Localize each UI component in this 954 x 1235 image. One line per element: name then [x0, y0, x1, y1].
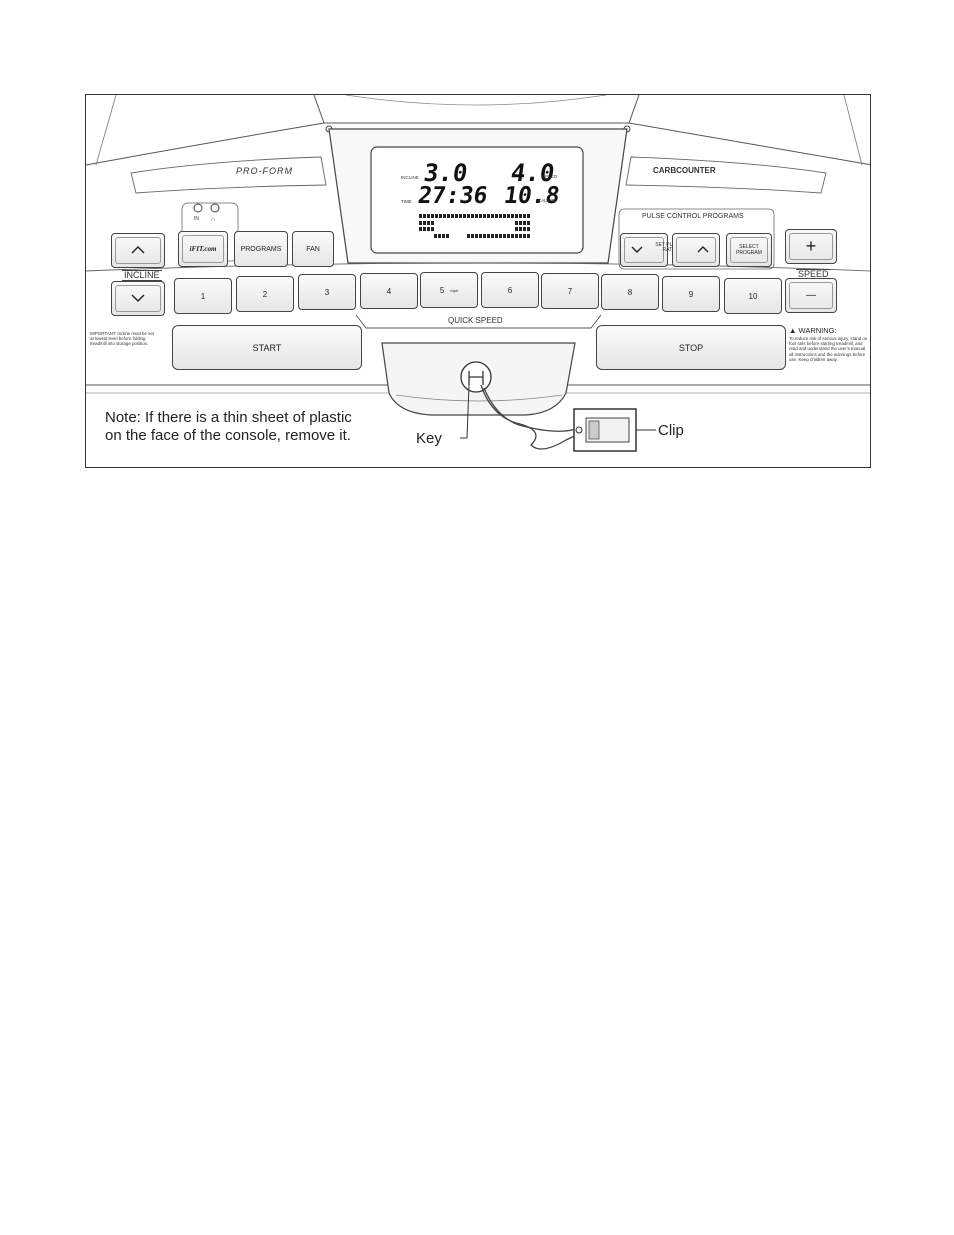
lcd-incline-label: INCLINE — [401, 175, 419, 180]
incline-label: INCLINE — [122, 270, 162, 281]
incline-down-button[interactable] — [111, 281, 165, 316]
warning-text: To reduce risk of serious injury, stand … — [789, 336, 868, 362]
lcd-segment-bar — [515, 227, 531, 231]
carb-counter-label: CARBCOUNTER — [653, 166, 716, 175]
lcd-time-value: 27:36 — [416, 183, 490, 209]
quick-speed-button-8[interactable]: 8 — [601, 274, 659, 310]
note-text: Note: If there is a thin sheet of plasti… — [105, 409, 352, 445]
chevron-down-icon — [631, 245, 643, 256]
speed-plus-button[interactable]: + — [785, 229, 837, 264]
quick-speed-button-3[interactable]: 3 — [298, 274, 356, 310]
chevron-up-icon — [131, 245, 145, 257]
console-figure: PRO-FORM CARBCOUNTER IN ∩ INCLINE 3.0 4.… — [85, 94, 871, 468]
lcd-segment-bar — [419, 221, 435, 225]
incline-up-button[interactable] — [111, 233, 165, 268]
set-pulse-rate-label: SET PULSE RATE — [655, 242, 683, 253]
start-button[interactable]: START — [172, 325, 362, 370]
pulse-rate-down-button[interactable] — [620, 233, 668, 267]
ifit-button[interactable]: iFIT.com — [178, 231, 228, 267]
lcd-calories-label: CAL/MIN — [538, 198, 557, 203]
headphone-jack-label-left: IN — [194, 216, 199, 222]
lcd-segment-bar — [419, 227, 435, 231]
clip-callout: Clip — [658, 422, 684, 439]
select-program-label: SELECT PROGRAM — [736, 244, 762, 256]
note-line-2: on the face of the console, remove it. — [105, 427, 351, 444]
lcd-segment-bar — [467, 234, 531, 238]
programs-button[interactable]: PROGRAMS — [234, 231, 288, 267]
console-drawing — [86, 95, 870, 452]
minus-icon: — — [806, 290, 816, 301]
lcd-time-label: TIME — [401, 199, 412, 204]
stop-button[interactable]: STOP — [596, 325, 786, 370]
lcd-segment-bar — [515, 221, 531, 225]
mph-label: mph — [450, 287, 459, 293]
quick-speed-button-9[interactable]: 9 — [662, 276, 720, 312]
pulse-rate-up-button[interactable] — [672, 233, 720, 267]
quick-speed-label: QUICK SPEED — [448, 316, 503, 325]
plus-icon: + — [805, 236, 817, 256]
quick-speed-button-10[interactable]: 10 — [724, 278, 782, 314]
lcd-segment-bar — [419, 214, 531, 218]
lcd-calories-value: 10.8 — [502, 183, 562, 209]
warning-title: ▲ WARNING: — [789, 326, 837, 335]
quick-speed-button-4[interactable]: 4 — [360, 273, 418, 309]
lcd-speed-value: 4.0 — [509, 159, 557, 187]
lcd-segment-bar — [434, 234, 450, 238]
important-text: IMPORTANT: Incline must be set at lowest… — [90, 331, 155, 347]
quick-speed-button-1[interactable]: 1 — [174, 278, 232, 314]
select-program-button[interactable]: SELECT PROGRAM — [726, 233, 772, 267]
lcd-incline-value: 3.0 — [422, 159, 470, 187]
warning-title-text: WARNING: — [798, 326, 837, 335]
quick-speed-button-7[interactable]: 7 — [541, 273, 599, 309]
brand-logo: PRO-FORM — [236, 166, 293, 176]
warning-icon: ▲ — [789, 326, 797, 335]
quick-speed-button-6[interactable]: 6 — [481, 272, 539, 308]
quick-speed-button-2[interactable]: 2 — [236, 276, 294, 312]
quick-speed-label: 5 — [439, 285, 445, 295]
chevron-down-icon — [131, 293, 145, 305]
note-line-1: Note: If there is a thin sheet of plasti… — [105, 409, 352, 426]
lcd-speed-label: SPEED — [542, 174, 558, 179]
headphone-jack-label-right: ∩ — [211, 217, 216, 223]
key-callout: Key — [416, 430, 442, 447]
fan-button[interactable]: FAN — [292, 231, 334, 267]
speed-minus-button[interactable]: — — [785, 278, 837, 313]
chevron-up-icon — [697, 245, 709, 256]
ifit-logo: iFIT.com — [189, 245, 217, 253]
pulse-control-programs-label: PULSE CONTROL PROGRAMS — [642, 213, 744, 220]
quick-speed-button-5[interactable]: 5 mph — [420, 272, 478, 308]
